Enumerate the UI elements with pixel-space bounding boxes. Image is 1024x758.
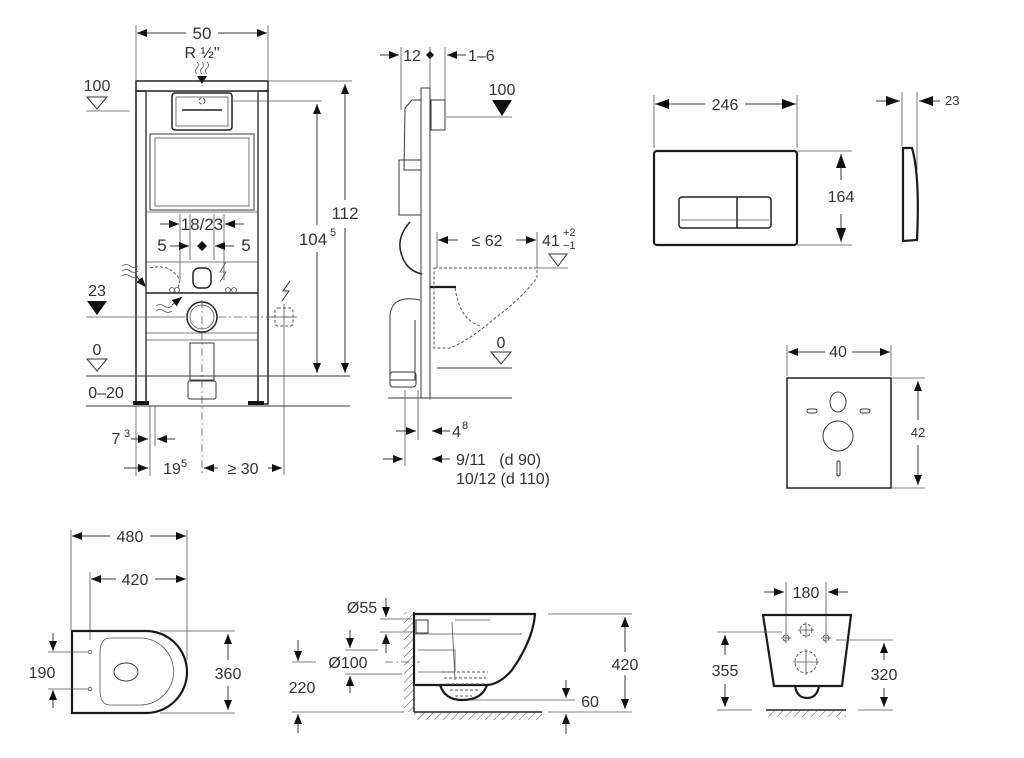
outlet-d90-label: 9/11 (d 90) [456,452,541,469]
length-total-label: 480 [117,529,144,546]
floor-range-label: 0–20 [88,385,124,402]
cistern [149,133,255,211]
superscript: 5 [330,227,336,239]
level-marker-icon [85,96,109,110]
inlet-connector [415,619,429,634]
frame-post-side [420,87,431,399]
outlet-diameter-label: Ø100 [328,655,367,672]
sound-insulation-pad-view: 40 42 [786,344,925,489]
projection-label: ≤ 62 [471,233,502,250]
actuation-box [171,92,233,131]
tolerance-minus: −1 [563,240,576,252]
supply-connector [192,267,212,289]
flush-plate [652,149,799,247]
bowl-side-view: Ø55 Ø100 220 420 60 [289,598,639,734]
frame-top-rail [135,80,269,92]
pad-width-label: 40 [829,344,847,361]
superscript: 3 [124,428,130,440]
water-supply-icon [195,61,209,84]
plate-profile [901,146,919,243]
sound-pad [786,377,892,489]
seat-height-label: 41 [542,233,560,250]
frame-right-post [257,90,269,405]
height-total-label: 112 [331,204,358,223]
plate-depth-label: 23 [945,93,959,108]
level-marker-icon [492,100,512,116]
bottom-gap-label: 60 [581,694,599,711]
level-100-label: 100 [489,82,516,99]
pad-height-label: 42 [911,425,925,440]
pad-drain-hole [822,420,854,452]
electric-icon [219,261,227,283]
right-offset-label: 5 [241,236,250,255]
flush-pipe [399,221,423,275]
flush-buttons [678,196,772,229]
bowl-side-outline [412,612,537,687]
width-label: 50 [193,24,212,43]
height-cistern-label: 104 [299,230,327,249]
level-0-label: 0 [93,342,102,359]
pipe-offset-label: 4 [452,424,461,441]
bowl-top-view: 480 420 190 360 [29,529,242,715]
wall-gap-label: 1–6 [468,48,495,65]
level-marker-icon [85,358,109,372]
flush-plate-view: 246 164 23 [652,92,959,247]
superscript: 5 [181,458,187,470]
drain-hole-icon [793,649,819,675]
outlet-d110-label: 10/12 (d 110) [456,471,550,488]
level-0-label: 0 [497,335,506,352]
left-offset-label: 5 [157,236,166,255]
bowl-top-outline [70,629,189,715]
level-marker-icon [548,253,568,267]
bowl-opening [113,662,139,682]
level-marker-icon [489,351,513,365]
plate-width-label: 246 [712,97,739,114]
center-spacing-label: 18/23 [181,215,224,234]
water-drain-icon [155,296,183,313]
foot-width-label: 19 [163,461,181,478]
supply-hole-icon [798,622,814,638]
superscript: 8 [462,420,468,432]
inlet-diameter-label: Ø55 [347,600,377,617]
plate-height-label: 164 [828,189,855,206]
actuation-box-side [430,99,446,131]
bolt-spacing-label: 190 [29,665,56,682]
level-23-label: 23 [88,283,106,300]
bolt-hole-icon [821,633,831,643]
bowl-back-outlet [793,685,821,700]
back-bolt-spacing-label: 180 [793,585,820,602]
depth-label: 12 [403,48,421,65]
bolt-hole-icon [781,633,791,643]
socket-distance-label: ≥ 30 [227,461,258,478]
outlet-height-label: 220 [289,680,316,697]
electric-icon [281,280,291,302]
bowl-trap [438,684,489,702]
drain-bend [389,298,421,381]
bowl-outline-dashed [433,267,538,349]
level-100-label: 100 [84,78,111,95]
back-outlet-height-label: 320 [871,667,898,684]
bowl-back-outline [761,613,853,688]
level-marker-icon [87,301,107,315]
back-bolt-height-label: 355 [712,663,739,680]
water-inlet-icon [121,264,147,288]
bowl-rim [99,637,174,706]
frame-front-view: 50 R ½" 18/23 5 [84,24,359,478]
center-marker-icon [197,241,207,251]
bowl-width-label: 360 [215,666,242,683]
length-bolts-label: 420 [122,572,149,589]
tolerance-plus: +2 [563,227,576,239]
bowl-back-view: 180 355 320 [712,582,898,717]
frame-side-view: 12 1–6 100 ≤ 62 41 +2 −1 0 [380,47,576,488]
pad-supply-hole [829,391,847,413]
foot-offset-label: 7 [112,431,121,448]
bowl-height-label: 420 [612,657,639,674]
frame-left-post [135,90,147,405]
supply-inlet [198,97,206,105]
floor-hatch [414,712,542,720]
supply-label: R ½" [184,45,219,62]
floor-hatch [766,710,846,717]
